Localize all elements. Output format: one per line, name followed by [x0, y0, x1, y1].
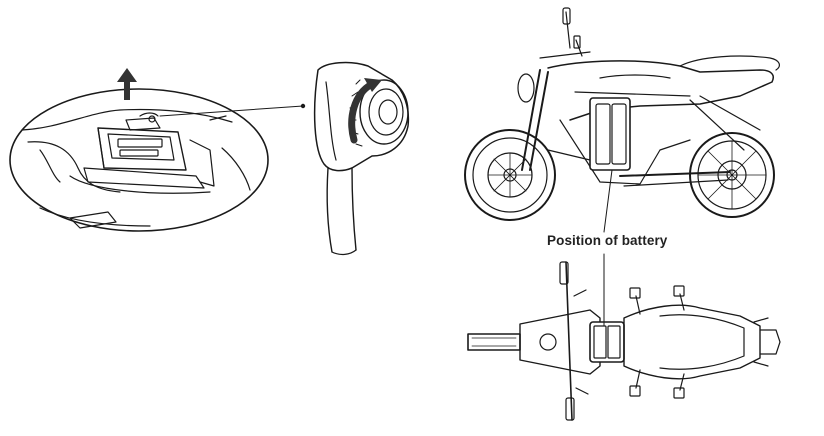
rotate-arrow-icon	[348, 78, 382, 144]
connector-plug	[313, 61, 410, 256]
battery-compartment-closeup	[9, 88, 306, 232]
up-arrow-icon	[117, 68, 137, 100]
motorcycle-side-view	[464, 7, 780, 233]
battery-position-label: Position of battery	[547, 233, 668, 248]
motorcycle-top-view	[467, 253, 781, 421]
